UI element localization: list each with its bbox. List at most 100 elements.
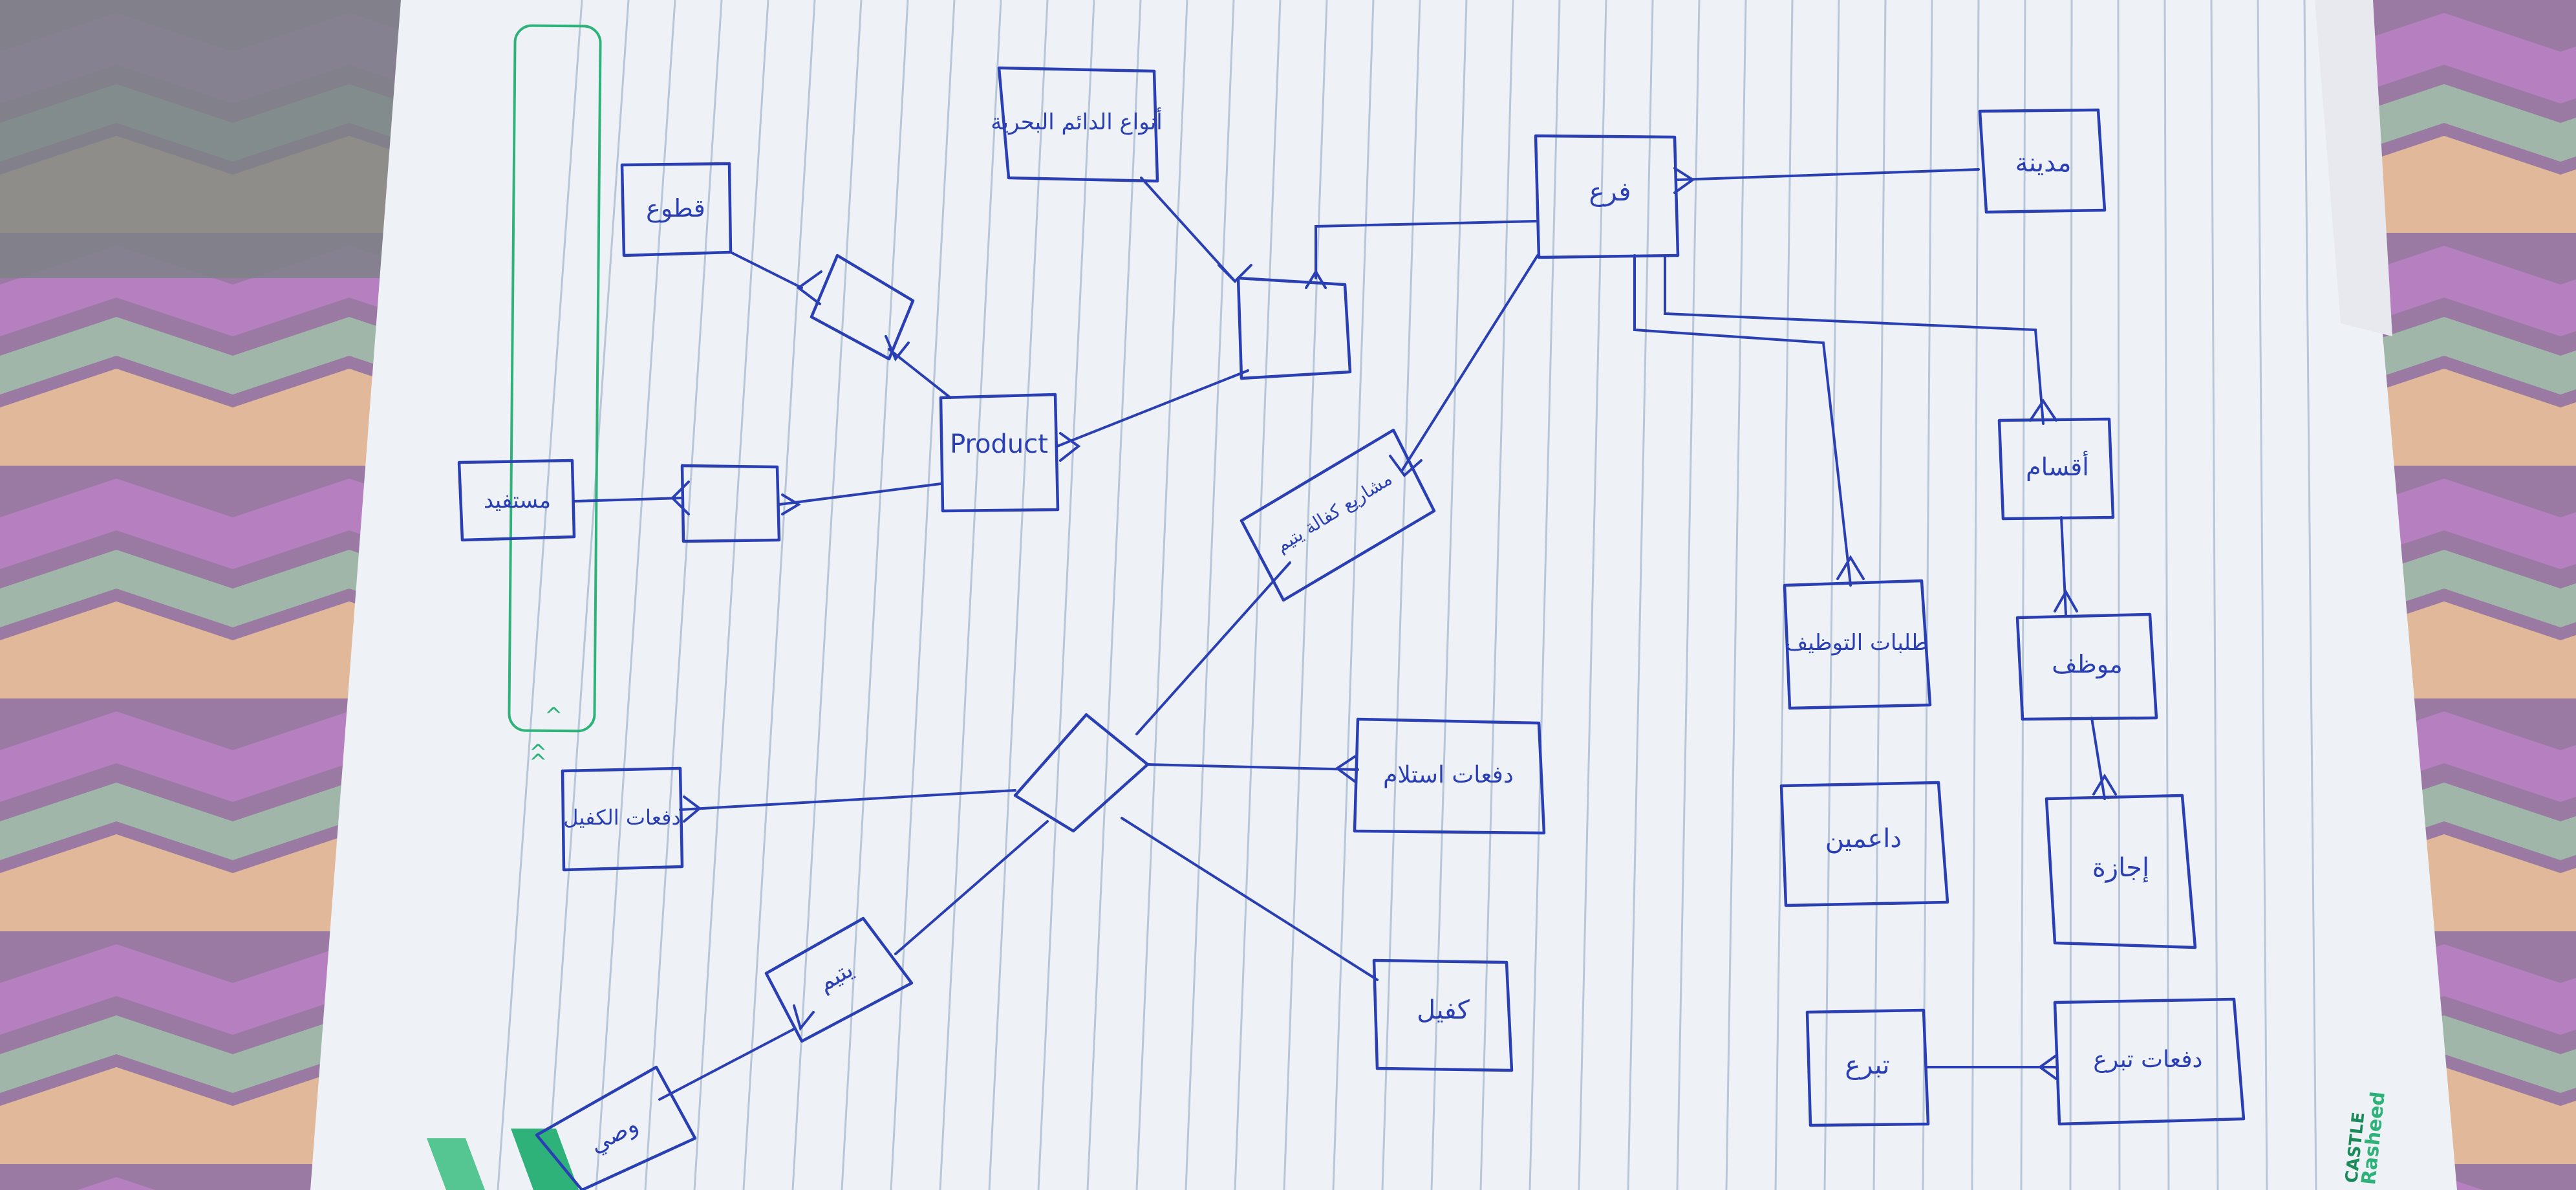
ribbon-chevron-icon: ^ [544,703,563,729]
ruled-line [546,0,630,1190]
crowfoot-pieces [796,270,822,305]
crowfoot-project [1389,455,1422,477]
crowfoot-branch-right [1673,167,1695,194]
ruled-line [1873,0,1887,1190]
ruled-line [1283,0,1328,1190]
ruled-line [1234,0,1282,1190]
ruled-line [1725,0,1747,1190]
ruled-line [1185,0,1235,1190]
paper-corner-under [2315,0,2392,336]
entity-sponsor-label: كفيل [1417,995,1470,1025]
ruled-line [595,0,676,1190]
entity-supporters-box [1779,781,1949,907]
ruled-line [497,0,583,1190]
line-product-relbox [1056,369,1249,448]
entity-product-box [939,393,1060,513]
entity-guardian-box [535,1065,697,1190]
crowfoot-product-top [885,335,910,362]
entity-project-box [1240,428,1436,602]
ruled-line [742,0,816,1190]
line-diamond-sponsor [1121,817,1379,981]
ruled-line [693,0,769,1190]
entity-city-label: مدينة [2015,148,2071,178]
line-departments-employee [2060,516,2067,616]
crowfoot-relbox-top [1218,264,1252,283]
relationship-lines [573,168,2106,1101]
crowfoot-product-right [1059,432,1081,462]
entity-pieces-label: قطوع [646,194,705,223]
ruled-line [1627,0,1654,1190]
ruled-line [2257,0,2268,1190]
entity-orphan-box [764,916,914,1043]
ruled-line [988,0,1049,1190]
margin-ribbon [508,24,602,733]
line-orphan-guardian [658,1027,797,1101]
paper-sheet [310,0,2457,1190]
crowfoot-employee [2054,589,2078,612]
relationship-diamond-pieces-product [810,254,915,361]
entity-beneficiary-box [457,459,576,542]
entity-beneficiary-label: مستفيد [484,488,551,514]
crowfoot-leave [2092,774,2117,795]
ruled-line [1037,0,1095,1190]
ruled-line [2210,0,2219,1190]
entity-donation-payments-label: دفعات تبرع [2093,1046,2202,1073]
line-pieces-diamond [729,251,803,289]
green-stripe-1 [427,1138,485,1190]
relationship-box-beneficiary-product [680,464,781,543]
entity-donation-payments-box [2053,997,2246,1126]
line-beneficiary-box [573,497,683,503]
ruled-line [644,0,723,1190]
ruled-line [1578,0,1607,1190]
entity-product-types-box [997,66,1159,183]
line-employee-leave [2090,717,2106,800]
ruled-line [841,0,909,1190]
ruled-line [1971,0,1980,1190]
entity-departments-box [1997,417,2115,521]
entity-supporters-label: داعمين [1825,824,1902,854]
entity-branch-box [1534,134,1680,259]
line-branch-city [1677,168,1980,181]
ruled-line [1430,0,1468,1190]
green-stripe-2 [511,1129,579,1190]
ruled-line [791,0,863,1190]
ruled-lines [497,0,2317,1190]
entity-leave-box [2045,794,2197,949]
line-diamond-orphan [894,820,1049,955]
entity-job-requests-box [1783,579,1932,710]
chevron-double-icon-2: ^ [529,740,548,766]
crowfoot-orphanpay [1335,755,1356,783]
entity-orphan-payments-label: دفعات استلام [1383,762,1514,788]
crowfoot-box-right [781,493,801,515]
ruled-line [939,0,1002,1190]
crowfoot-sponsorpay [683,795,702,823]
ruled-line [2163,0,2170,1190]
entity-city-box [1978,108,2107,214]
entity-departments-label: أقسام [2026,451,2089,481]
ruled-line [1479,0,1514,1190]
line-diamond-orphanpay [1146,763,1359,771]
entity-leave-label: إجازة [2092,853,2149,883]
crowfoot-jobreq [1836,555,1865,580]
crowfoot-departments [2029,398,2057,422]
entity-product-label: Product [950,429,1048,459]
ruled-line [1529,0,1561,1190]
ruled-line [1135,0,1188,1190]
entity-employee-box [2015,612,2158,721]
entity-branch-label: فرع [1589,177,1631,207]
entity-orphan-payments-box [1353,717,1546,835]
line-branch-project [1401,254,1539,472]
ruled-line [1381,0,1421,1190]
ruled-line [1823,0,1840,1190]
ruled-line [2303,0,2317,1190]
ruled-line [1086,0,1142,1190]
line-box-product [778,482,942,506]
ruled-line [1332,0,1375,1190]
entity-product-types-label: أنواع الدائم البحرية [991,107,1162,135]
entity-sponsor-payments-label: دفعات الكفيل [563,805,680,830]
crowfoot-orphan [793,1004,815,1032]
line-branch-jobreq [1633,254,1852,587]
entity-pieces-box [620,162,733,257]
ruled-line [2020,0,2026,1190]
